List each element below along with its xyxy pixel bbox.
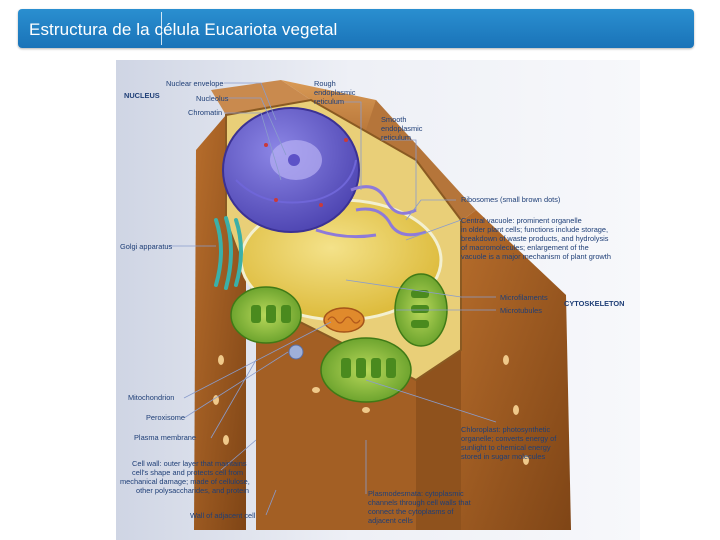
label-plasmodesmata-3: connect the cytoplasms of (368, 507, 454, 516)
title-divider (161, 12, 162, 45)
label-chloroplast-4: stored in sugar molecules (461, 452, 546, 461)
label-central-vacuole-1: Central vacuole: prominent organelle (461, 216, 582, 225)
label-nucleolus: Nucleolus (196, 94, 229, 103)
label-cell-wall-4: other polysaccharides, and protein (136, 486, 249, 495)
label-cell-wall-2: cell's shape and protects cell from (132, 468, 243, 477)
label-cell-wall-3: mechanical damage; made of cellulose, (120, 477, 250, 486)
label-plasmodesmata-1: Plasmodesmata: cytoplasmic (368, 489, 464, 498)
label-rough-er-1: Rough (314, 79, 336, 88)
plant-cell-figure: Nuclear envelope NUCLEUS Nucleolus Chrom… (116, 60, 640, 540)
mitochondrion (323, 307, 365, 333)
label-central-vacuole-5: vacuole is a major mechanism of plant gr… (461, 252, 611, 261)
label-smooth-er-1: Smooth (381, 115, 406, 124)
label-ribosomes: Ribosomes (small brown dots) (461, 195, 560, 204)
label-plasmodesmata-2: channels through cell walls that (368, 498, 471, 507)
label-plasmodesmata-4: adjacent cells (368, 516, 413, 525)
title-bar: Estructura de la célula Eucariota vegeta… (18, 9, 694, 48)
label-chloroplast-2: organelle; converts energy of (461, 434, 557, 443)
nucleus (222, 107, 360, 233)
endoplasmic-reticulum (315, 185, 427, 239)
label-chromatin: Chromatin (188, 108, 222, 117)
label-microtubules: Microtubules (500, 306, 542, 315)
golgi-apparatus (214, 216, 243, 290)
label-wall-adjacent: Wall of adjacent cell (190, 511, 256, 520)
label-peroxisome: Peroxisome (146, 413, 185, 422)
label-chloroplast-3: sunlight to chemical energy (461, 443, 551, 452)
label-central-vacuole-3: breakdown of waste products, and hydroly… (461, 234, 609, 243)
label-chloroplast-1: Chloroplast: photosynthetic (461, 425, 550, 434)
chloroplasts (230, 273, 448, 403)
label-cytoskeleton: CYTOSKELETON (564, 299, 625, 308)
label-microfilaments: Microfilaments (500, 293, 548, 302)
page-title: Estructura de la célula Eucariota vegeta… (29, 20, 338, 39)
label-smooth-er-2: endoplasmic (381, 124, 423, 133)
label-golgi: Golgi apparatus (120, 242, 172, 251)
label-nucleus: NUCLEUS (124, 91, 160, 100)
label-mitochondrion: Mitochondrion (128, 393, 174, 402)
plasmodesmata (213, 355, 529, 465)
label-central-vacuole-2: in older plant cells; functions include … (461, 225, 608, 234)
label-smooth-er-3: reticulum (381, 133, 411, 142)
leader-lines (168, 82, 497, 516)
label-rough-er-2: endoplasmic (314, 88, 356, 97)
label-central-vacuole-4: of macromolecules; enlargement of the (461, 243, 589, 252)
label-rough-er-3: reticulum (314, 97, 344, 106)
label-plasma-membrane: Plasma membrane (134, 433, 196, 442)
label-nuclear-envelope: Nuclear envelope (166, 79, 224, 88)
peroxisome (288, 344, 304, 360)
plant-cell-diagram: Nuclear envelope NUCLEUS Nucleolus Chrom… (116, 60, 640, 540)
label-cell-wall-1: Cell wall: outer layer that maintains (132, 459, 247, 468)
